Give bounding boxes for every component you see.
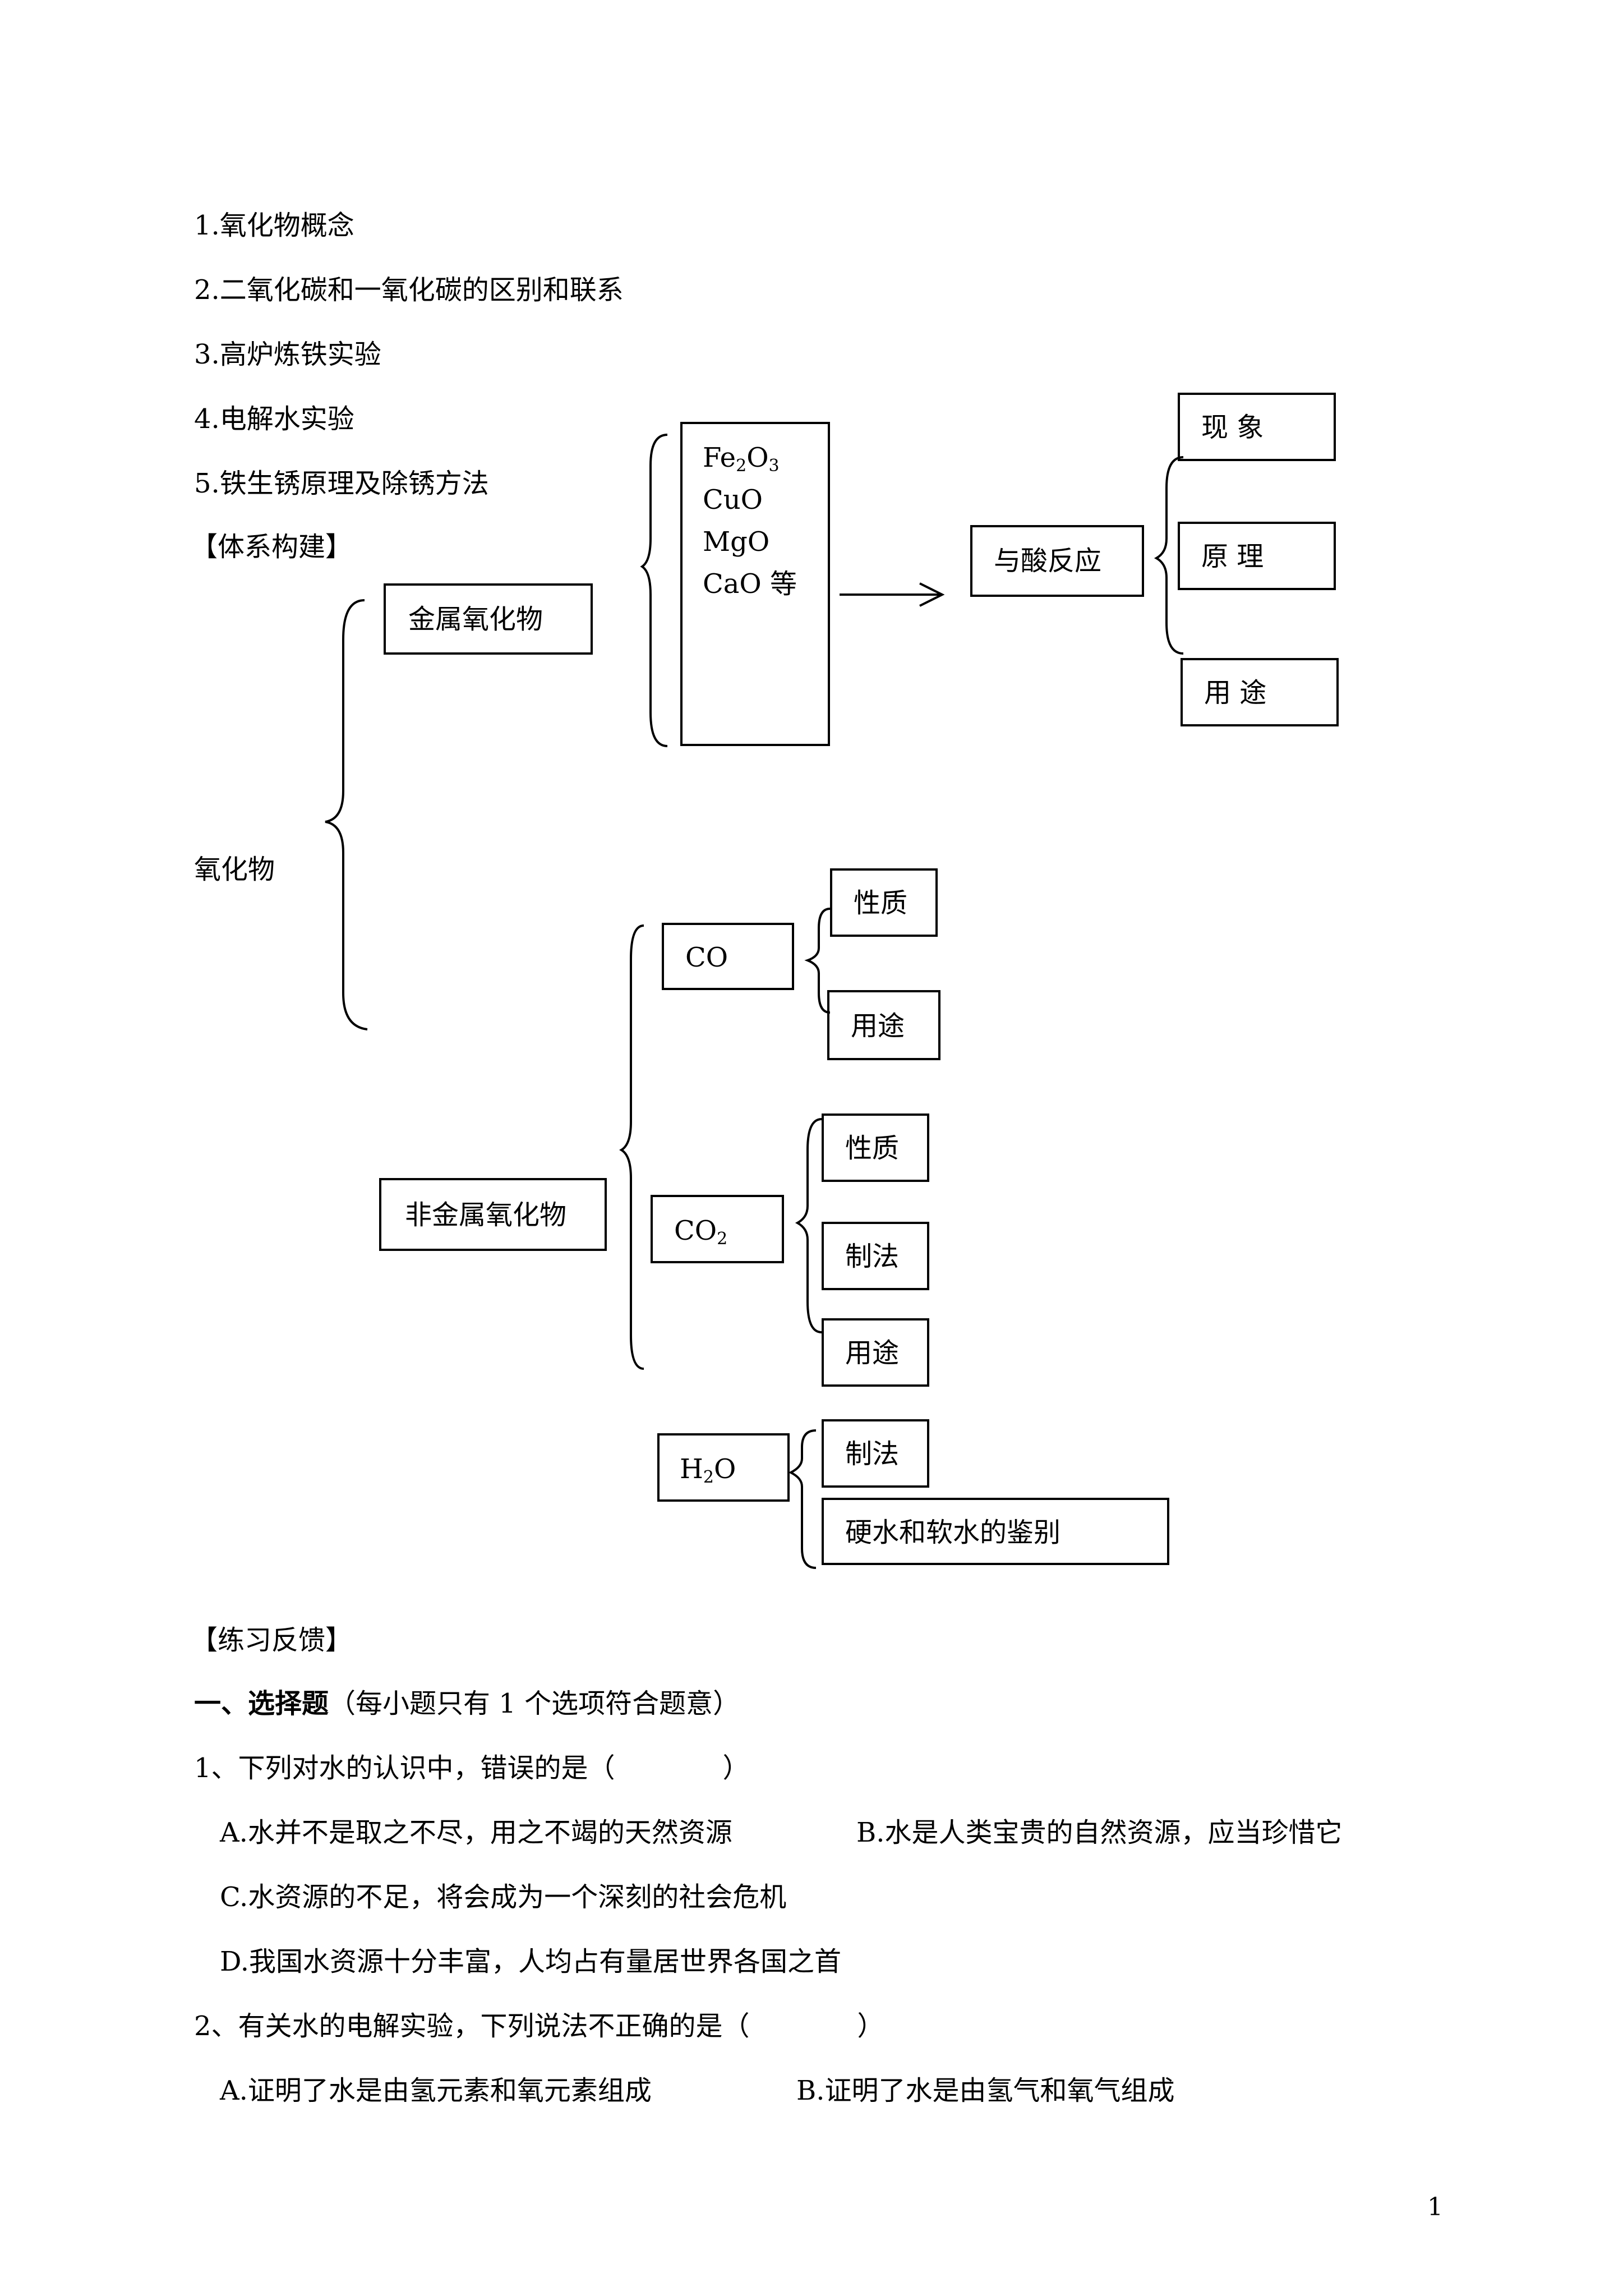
metal-oxide-box: 金属氧化物: [384, 583, 593, 655]
h2o-brace: [788, 1429, 817, 1569]
h2o-formula: H2O: [680, 1453, 736, 1487]
question-1-option-d: D.我国水资源十分丰富，人均占有量居世界各国之首: [220, 1946, 842, 1977]
co2-box: CO2: [651, 1195, 784, 1263]
page-number: 1: [1427, 2193, 1443, 2221]
h2o-box: H2O: [657, 1433, 790, 1502]
part1-title: 一、选择题: [194, 1688, 329, 1719]
co2-branch-use: 用途: [822, 1318, 929, 1387]
h2o-branch-hard-soft-water-label: 硬水和软水的鉴别: [845, 1517, 1061, 1548]
acid-reaction-label: 与酸反应: [994, 545, 1102, 577]
root-brace: [325, 599, 368, 1030]
outline-item-2: 2.二氧化碳和一氧化碳的区别和联系: [194, 274, 624, 306]
section-practice-heading: 【练习反馈】: [191, 1625, 353, 1656]
acid-branch-phenomenon-label: 现 象: [1201, 412, 1264, 443]
arrow-head: [919, 582, 945, 607]
part1-note: （每小题只有 1 个选项符合题意）: [329, 1688, 740, 1719]
metal-examples-box: Fe2O3 CuO MgO CaO 等: [680, 422, 830, 746]
co2-branch-use-label: 用途: [845, 1337, 900, 1369]
co-label: CO: [685, 942, 728, 973]
metal-oxide-label: 金属氧化物: [408, 604, 543, 635]
cao-formula: CaO 等: [703, 568, 797, 600]
section-build-heading: 【体系构建】: [191, 531, 353, 563]
co2-branch-preparation-label: 制法: [845, 1241, 900, 1272]
co-branch-use-label: 用途: [851, 1010, 905, 1042]
nonmetal-oxide-box: 非金属氧化物: [379, 1178, 607, 1251]
co2-branch-property: 性质: [822, 1114, 929, 1182]
co-branch-property: 性质: [830, 868, 938, 937]
acid-branch-use: 用 途: [1181, 658, 1339, 726]
fe2o3-formula: Fe2O3: [703, 442, 780, 476]
co-branch-property-label: 性质: [854, 887, 908, 919]
co2-brace: [795, 1118, 822, 1333]
question-1-option-a: A.水并不是取之不尽，用之不竭的天然资源: [220, 1817, 732, 1848]
co-box: CO: [662, 923, 794, 990]
part1-heading: 一、选择题（每小题只有 1 个选项符合题意）: [194, 1687, 740, 1720]
nonmetal-brace: [619, 924, 644, 1370]
co2-branch-preparation: 制法: [822, 1222, 929, 1290]
diagram-root: 氧化物: [194, 854, 275, 885]
co2-branch-property-label: 性质: [845, 1133, 900, 1164]
question-1-option-b: B.水是人类宝贵的自然资源，应当珍惜它: [856, 1817, 1343, 1848]
acid-branch-principle-label: 原 理: [1201, 541, 1264, 572]
co2-formula: CO2: [674, 1215, 728, 1249]
question-2-option-b: B.证明了水是由氢气和氧气组成: [796, 2075, 1175, 2106]
h2o-branch-hard-soft-water: 硬水和软水的鉴别: [822, 1498, 1169, 1565]
question-2-stem: 2、有关水的电解实验，下列说法不正确的是（ ）: [194, 2010, 884, 2042]
h2o-branch-preparation: 制法: [822, 1419, 929, 1488]
metal-brace: [640, 434, 668, 747]
acid-brace: [1154, 456, 1184, 655]
outline-item-5: 5.铁生锈原理及除锈方法: [194, 468, 489, 499]
co-brace: [804, 908, 831, 1014]
outline-item-3: 3.高炉炼铁实验: [194, 339, 381, 370]
acid-branch-use-label: 用 途: [1204, 677, 1267, 708]
acid-branch-phenomenon: 现 象: [1178, 393, 1336, 461]
outline-item-4: 4.电解水实验: [194, 403, 354, 435]
question-2-option-a: A.证明了水是由氢元素和氧元素组成: [220, 2075, 652, 2106]
acid-reaction-box: 与酸反应: [970, 525, 1144, 597]
nonmetal-oxide-label: 非金属氧化物: [405, 1199, 567, 1231]
question-1-stem: 1、下列对水的认识中，错误的是（ ）: [194, 1752, 750, 1784]
h2o-branch-preparation-label: 制法: [845, 1438, 900, 1470]
cuo-formula: CuO: [703, 484, 763, 516]
acid-branch-principle: 原 理: [1178, 522, 1336, 590]
question-1-option-c: C.水资源的不足，将会成为一个深刻的社会危机: [220, 1881, 787, 1913]
co-branch-use: 用途: [827, 990, 940, 1060]
outline-item-1: 1.氧化物概念: [194, 210, 354, 241]
mgo-formula: MgO: [703, 526, 770, 558]
